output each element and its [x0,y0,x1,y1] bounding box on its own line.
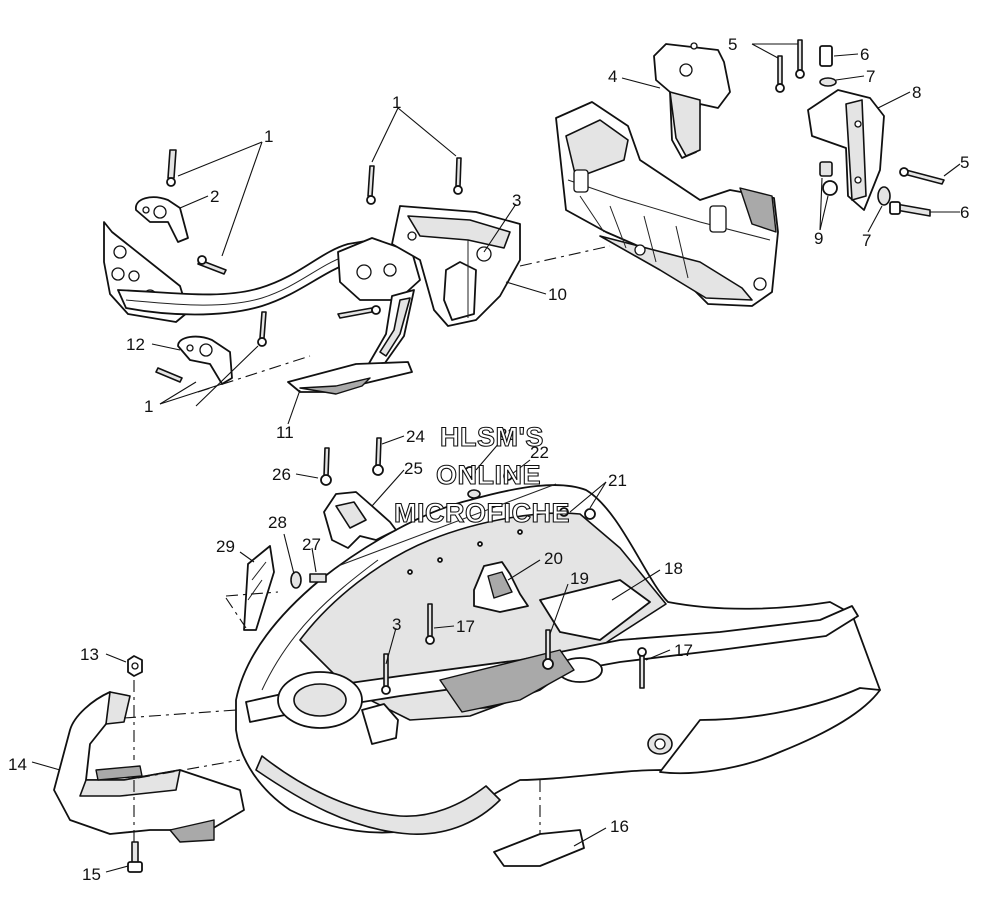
rear-cross-member [555,101,779,307]
bracket-20 [473,561,529,613]
hardware-right [775,39,945,217]
callout-22: 22 [530,443,549,462]
callout-1: 1 [144,397,153,416]
leader-lines [31,43,961,873]
callout-1: 1 [264,127,273,146]
callout-18: 18 [664,559,683,578]
watermark: HLSM'S ONLINE MICROFICHE [393,421,570,528]
callout-26: 26 [272,465,291,484]
watermark-line-2: ONLINE [436,460,541,490]
callout-labels: 1 1 1 2 3 3 4 5 5 6 6 7 7 8 9 10 11 12 1… [8,35,969,884]
callout-27: 27 [302,535,321,554]
callout-25: 25 [404,459,423,478]
watermark-line-1: HLSM'S [440,422,544,452]
callout-2: 2 [210,187,219,206]
callout-5: 5 [960,153,969,172]
callout-10: 10 [548,285,567,304]
plate-29 [243,545,275,631]
callout-7: 7 [862,231,871,250]
callout-17: 17 [674,641,693,660]
plate-16 [493,829,585,867]
callout-14: 14 [8,755,27,774]
callout-6: 6 [960,203,969,222]
mount-bracket-8 [807,89,885,211]
front-support-frame [103,149,521,395]
callout-20: 20 [544,549,563,568]
callout-23: 23 [498,425,517,444]
callout-1: 1 [392,93,401,112]
callout-8: 8 [912,83,921,102]
callout-21: 21 [608,471,627,490]
callout-9: 9 [814,229,823,248]
callout-16: 16 [610,817,629,836]
callout-13: 13 [80,645,99,664]
callout-24: 24 [406,427,425,446]
callout-5: 5 [728,35,737,54]
callout-6: 6 [860,45,869,64]
callout-11: 11 [276,423,294,442]
belly-pan [235,483,881,835]
guide-25 [323,491,397,549]
callout-19: 19 [570,569,589,588]
callout-3: 3 [512,191,521,210]
callout-4: 4 [608,67,617,86]
callout-15: 15 [82,865,101,884]
fasteners-upper-pan [290,437,647,695]
callout-17: 17 [456,617,475,636]
callout-12: 12 [126,335,145,354]
callout-3: 3 [392,615,401,634]
callout-29: 29 [216,537,235,556]
watermark-line-3: MICROFICHE [394,498,570,528]
callout-7: 7 [866,67,875,86]
callout-28: 28 [268,513,287,532]
front-bumper-14 [53,655,245,873]
mount-bracket-4 [653,42,731,159]
